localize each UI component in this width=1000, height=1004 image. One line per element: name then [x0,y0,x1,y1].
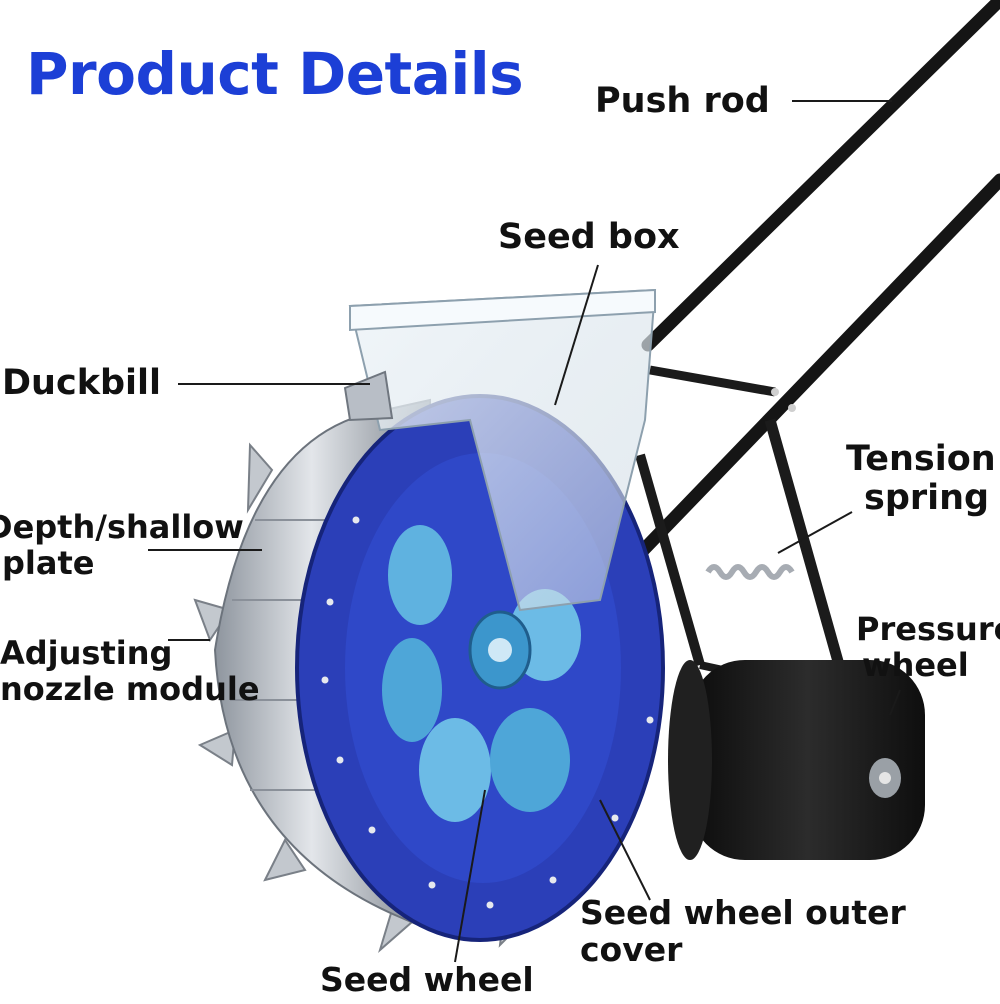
pressure-wheel [668,660,925,860]
label-seed-wheel: Seed wheel [320,960,534,999]
duckbill [343,370,394,422]
leader-outer-cover [599,799,651,901]
label-depth-plate-line-1: Depth/shallow [0,508,244,546]
label-pressure-wheel-line-2: wheel [862,645,969,684]
tension-spring [705,564,795,580]
label-adjusting-nozzle-line-1: Adjusting [0,634,173,672]
page-title: Product Details [26,40,524,108]
label-adjusting-nozzle-line-2: nozzle module [0,669,260,708]
push-rod [593,0,1000,602]
label-depth-plate-line-2: plate [2,543,95,582]
label-push-rod: Push rod [595,81,770,121]
label-pressure-wheel-line-1: Pressure [856,610,1000,648]
label-outer-cover-line-1: Seed wheel outer [580,893,906,932]
label-tension-spring-line-2: spring [864,478,990,519]
label-pressure-wheel: Pressure wheel [856,610,1000,684]
label-seed-wheel-outer-cover: Seed wheel outer cover [580,893,906,969]
seed-box [348,288,657,612]
seed-wheel [382,525,581,822]
leader-pressure-wheel [889,689,901,716]
leader-lines [148,100,901,963]
label-outer-cover-line-2: cover [580,929,683,969]
leader-tension-spring [777,511,853,554]
label-duckbill: Duckbill [2,363,162,403]
label-tension-spring: Tension spring [846,439,996,519]
label-adjusting-nozzle: Adjusting nozzle module [0,634,260,708]
leader-seed-wheel [454,789,486,963]
label-tension-spring-line-1: Tension [846,439,996,479]
disc-rivets [321,516,654,909]
label-seed-box: Seed box [498,217,680,257]
label-depth-plate: Depth/shallow plate [0,508,244,582]
leader-seed-box [554,264,599,406]
